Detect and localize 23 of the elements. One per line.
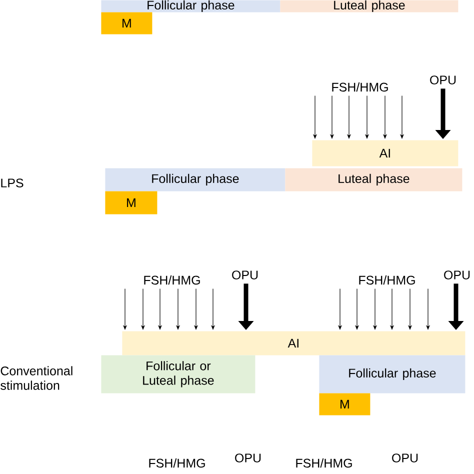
row-label: LPS [1, 178, 24, 188]
phase-bar: Luteal phase [280, 0, 458, 12]
phase-bar: Follicular or Luteal phase [101, 355, 256, 394]
phase-bar: Luteal phase [285, 168, 462, 192]
injection-label: FSH/HMG [359, 275, 415, 285]
procedure-label: OPU [430, 76, 456, 84]
injection-label: FSH/HMG [332, 82, 388, 92]
ai-bar: AI [312, 140, 458, 166]
menstruation-box: M [101, 12, 152, 34]
injection-label: FSH/HMG [296, 458, 352, 468]
injection-label: FSH/HMG [149, 458, 205, 468]
procedure-label: OPU [444, 270, 470, 280]
injection-label: FSH/HMG [144, 275, 200, 285]
phase-bar: Follicular phase [105, 168, 286, 192]
procedure-label: OPU [392, 454, 418, 462]
phase-bar: Follicular phase [319, 355, 466, 394]
procedure-label: OPU [235, 454, 261, 462]
menstruation-box: M [319, 393, 370, 416]
row-label: Conventional stimulation [0, 366, 72, 390]
phase-bar: Follicular phase [101, 0, 280, 12]
ai-bar: AI [122, 331, 466, 356]
menstruation-box: M [105, 191, 158, 214]
procedure-label: OPU [232, 270, 258, 280]
